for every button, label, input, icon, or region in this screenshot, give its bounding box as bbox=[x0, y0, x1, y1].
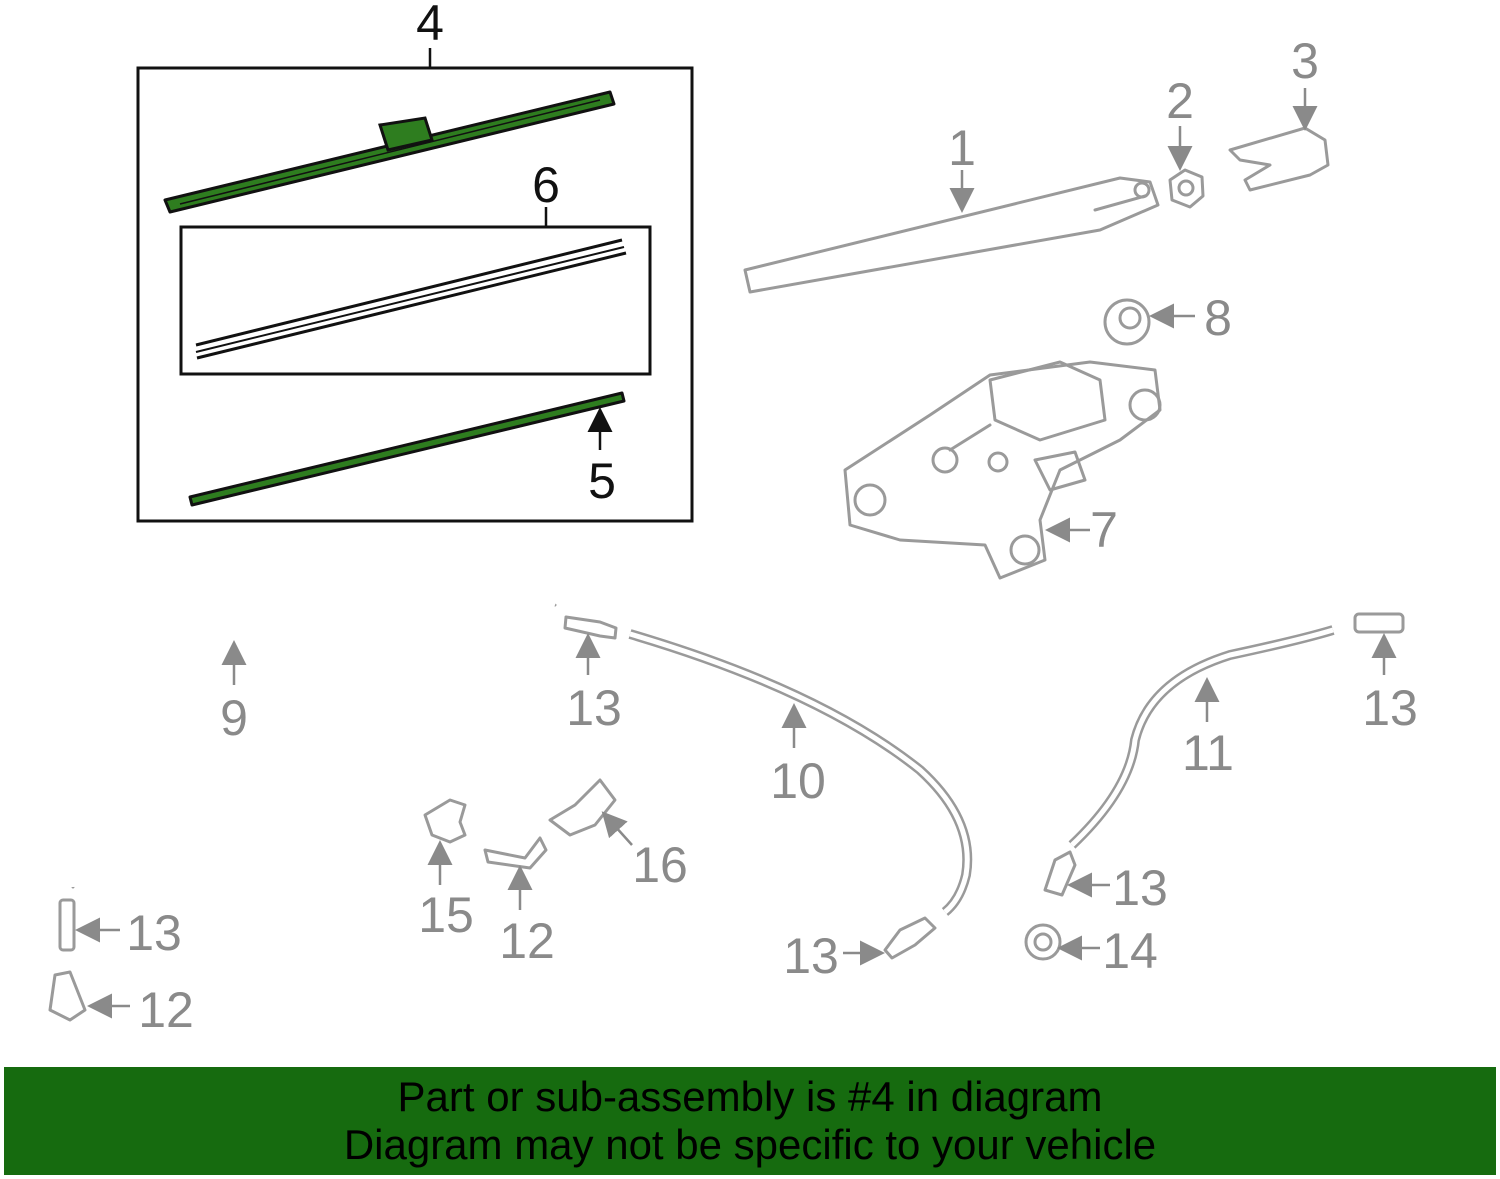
banner-line-1: Part or sub-assembly is #4 in diagram bbox=[397, 1073, 1103, 1120]
hose-connector-13c bbox=[58, 898, 120, 952]
callout-13-d: 13 bbox=[783, 928, 839, 984]
callout-9: 9 bbox=[220, 690, 248, 746]
banner-line-2: Diagram may not be specific to your vehi… bbox=[343, 1121, 1157, 1168]
callout-7: 7 bbox=[1090, 502, 1118, 558]
callout-13-b: 13 bbox=[1362, 680, 1418, 736]
callout-13-c: 13 bbox=[126, 905, 182, 961]
wiper-arm bbox=[743, 170, 1160, 294]
grommet bbox=[1103, 298, 1195, 346]
washer-hose-9 bbox=[59, 562, 557, 889]
washer-hose-11 bbox=[1068, 625, 1335, 849]
blade-refill-strip bbox=[195, 238, 627, 360]
callout-8: 8 bbox=[1204, 290, 1232, 346]
info-banner: Part or sub-assembly is #4 in diagram Di… bbox=[4, 1067, 1496, 1175]
callout-11: 11 bbox=[1182, 725, 1234, 781]
hose-elbow-12b bbox=[483, 836, 548, 910]
callout-5: 5 bbox=[588, 453, 616, 509]
callout-3: 3 bbox=[1291, 33, 1319, 89]
callout-10: 10 bbox=[770, 753, 826, 809]
callout-14: 14 bbox=[1102, 923, 1158, 979]
callout-16: 16 bbox=[632, 837, 688, 893]
wiper-motor bbox=[843, 360, 1162, 580]
callout-6: 6 bbox=[532, 157, 560, 213]
arm-nut bbox=[1167, 126, 1205, 209]
arm-cover-cap bbox=[1228, 88, 1330, 192]
callout-12-b: 12 bbox=[499, 913, 555, 969]
wiper-blade bbox=[163, 90, 616, 214]
callout-13-e: 13 bbox=[1112, 860, 1168, 916]
hose-elbow-12a bbox=[48, 970, 130, 1022]
hose-t-fitting bbox=[423, 798, 467, 885]
hose-connector-13b bbox=[1353, 612, 1405, 675]
callout-12-a: 12 bbox=[138, 982, 194, 1038]
callout-2: 2 bbox=[1166, 73, 1194, 129]
callout-1: 1 bbox=[948, 120, 976, 176]
hose-clip bbox=[1024, 923, 1100, 961]
callout-15: 15 bbox=[418, 887, 474, 943]
wiper-blade-assembly-group bbox=[136, 48, 694, 523]
assembly-box-4 bbox=[136, 66, 694, 523]
hose-connector-13d bbox=[843, 916, 937, 966]
rubber-insert bbox=[188, 391, 626, 507]
washer-hose-10 bbox=[628, 629, 973, 916]
hose-connector-13e bbox=[1043, 850, 1110, 898]
callout-4: 4 bbox=[416, 0, 444, 51]
washer-nozzle bbox=[548, 778, 633, 846]
refill-box-6 bbox=[179, 225, 652, 376]
hose-connector-13a bbox=[563, 615, 618, 675]
callout-13-a: 13 bbox=[566, 680, 622, 736]
